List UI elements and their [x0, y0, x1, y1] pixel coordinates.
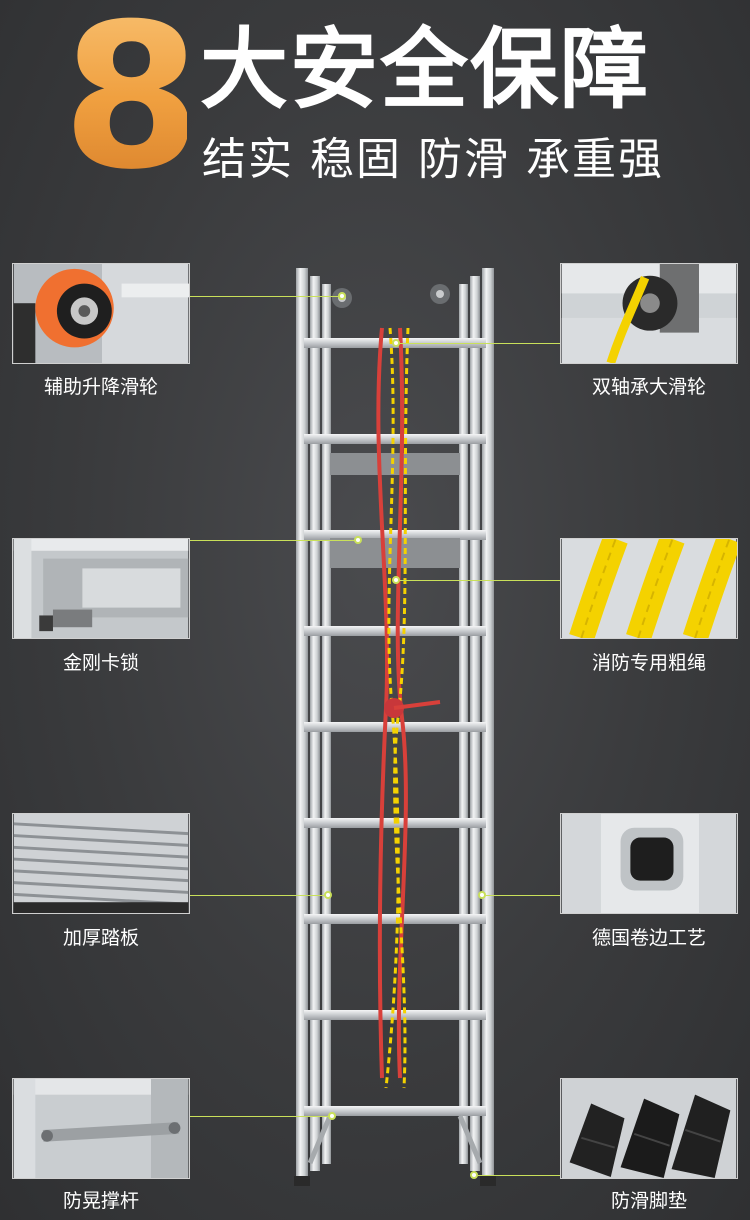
- feature-label-lock: 金刚卡锁: [62, 652, 139, 674]
- leader-line-foot-pad: [478, 1175, 560, 1176]
- feature-thumb-lock: [12, 538, 190, 639]
- leader-line-curled-edge: [486, 895, 560, 896]
- feature-label-rope: 消防专用粗绳: [591, 652, 706, 674]
- callout-dot-tread: [324, 891, 332, 899]
- aux-pulley-photo: [13, 264, 189, 363]
- leader-line-dual-pulley: [400, 343, 560, 344]
- foot-pad-photo: [561, 1079, 737, 1178]
- feature-thumb-aux-pulley: [12, 263, 190, 364]
- feature-label-tread: 加厚踏板: [62, 927, 139, 949]
- ladder-svg: [294, 268, 496, 1186]
- curled-edge-photo: [561, 814, 737, 913]
- ladder-illustration: [290, 258, 500, 1188]
- headline-title: 大安全保障: [200, 18, 651, 121]
- dual-pulley-photo: [561, 264, 737, 363]
- headline-number: 8: [62, 0, 202, 214]
- feature-thumb-rope: [560, 538, 738, 639]
- callout-dot-brace: [328, 1112, 336, 1120]
- leader-line-tread: [190, 895, 326, 896]
- rope-photo: [561, 539, 737, 638]
- feature-thumb-curled-edge: [560, 813, 738, 914]
- callout-dot-rope: [392, 576, 400, 584]
- headline-subtitle: 结实 稳固 防滑 承重强: [202, 134, 664, 185]
- leader-line-lock: [190, 540, 356, 541]
- callout-dot-dual-pulley: [392, 339, 400, 347]
- lock-photo: [13, 539, 189, 638]
- feature-label-dual-pulley: 双轴承大滑轮: [591, 376, 706, 398]
- callout-dot-foot-pad: [470, 1171, 478, 1179]
- feature-label-aux-pulley: 辅助升降滑轮: [43, 376, 158, 398]
- feature-label-brace: 防晃撑杆: [62, 1190, 139, 1212]
- feature-label-curled-edge: 德国卷边工艺: [591, 927, 706, 949]
- tread-photo: [13, 814, 189, 913]
- feature-thumb-foot-pad: [560, 1078, 738, 1179]
- leader-line-aux-pulley: [190, 296, 340, 297]
- callout-dot-aux-pulley: [338, 292, 346, 300]
- callout-dot-lock: [354, 536, 362, 544]
- callout-dot-curled-edge: [478, 891, 486, 899]
- feature-thumb-dual-pulley: [560, 263, 738, 364]
- feature-thumb-brace: [12, 1078, 190, 1179]
- feature-thumb-tread: [12, 813, 190, 914]
- leader-line-rope: [400, 580, 560, 581]
- brace-photo: [13, 1079, 189, 1178]
- feature-label-foot-pad: 防滑脚垫: [610, 1190, 687, 1212]
- leader-line-brace: [190, 1116, 330, 1117]
